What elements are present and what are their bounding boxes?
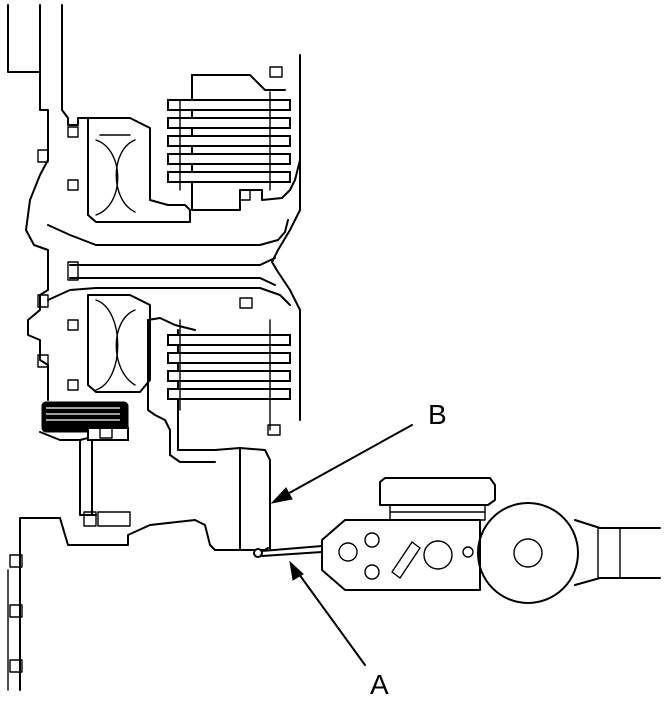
callout-a-label: A xyxy=(370,669,389,700)
dial-indicator xyxy=(253,477,661,604)
callout-a: A xyxy=(289,560,389,700)
lower-housing xyxy=(7,425,271,691)
callout-b-label: B xyxy=(428,399,447,430)
lower-clutch-drum xyxy=(87,294,253,463)
seal-ring xyxy=(39,401,129,441)
lower-clutch-plates xyxy=(167,319,291,436)
shaft-hub xyxy=(7,4,89,401)
callout-b: B xyxy=(270,399,447,504)
upper-clutch-drum xyxy=(87,54,301,223)
upper-clutch-plates xyxy=(167,91,291,191)
center-channels xyxy=(47,159,301,421)
